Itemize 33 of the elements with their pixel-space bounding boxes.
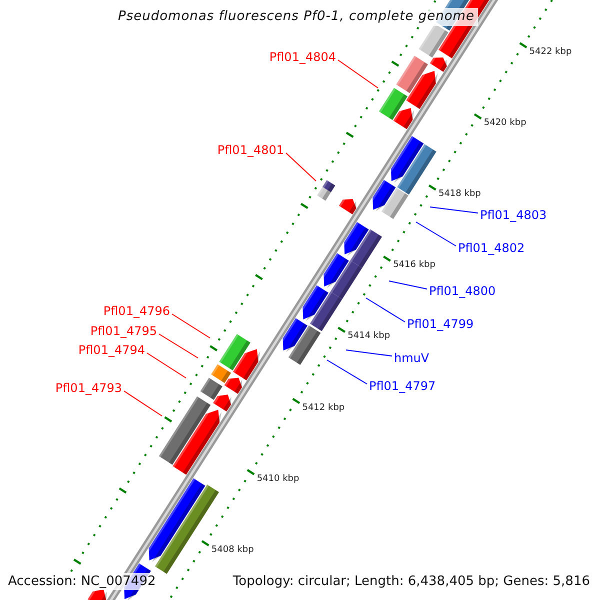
- gene-label: Pfl01_4794: [78, 343, 145, 357]
- scale-label: 5422 kbp: [529, 46, 572, 58]
- leader-line: [338, 60, 378, 88]
- gene-label: Pfl01_4802: [458, 241, 525, 255]
- leader-line: [172, 314, 210, 338]
- scale-label: 5414 kbp: [348, 331, 390, 342]
- scale-label: 5410 kbp: [256, 474, 300, 485]
- leader-line: [388, 280, 428, 290]
- gene-label: Pfl01_4801: [217, 143, 284, 157]
- leader-line: [416, 222, 456, 246]
- gene-label: Pfl01_4803: [480, 208, 547, 222]
- leader-line: [326, 360, 368, 384]
- gene-label: Pfl01_4797: [369, 379, 436, 393]
- scale-label: 5408 kbp: [211, 544, 254, 556]
- leader-line: [430, 206, 478, 214]
- gene-label: Pfl01_4793: [55, 381, 122, 395]
- scale-label: 5418 kbp: [438, 189, 481, 200]
- leader-line: [366, 298, 406, 322]
- leader-line: [124, 390, 162, 416]
- scale-label: 5412 kbp: [302, 402, 345, 414]
- gene-label: Pfl01_4799: [407, 317, 474, 331]
- leader-line: [286, 152, 316, 182]
- scale-label: 5416 kbp: [393, 260, 436, 272]
- leader-line: [146, 352, 186, 378]
- gene-label: Pfl01_4795: [90, 324, 157, 338]
- scale-label: 5420 kbp: [484, 118, 526, 129]
- gene-label: hmuV: [394, 351, 430, 365]
- gene-label: Pfl01_4800: [429, 284, 496, 298]
- leader-line: [346, 350, 392, 356]
- gene-label: Pfl01_4796: [103, 304, 170, 318]
- leader-line: [158, 334, 198, 358]
- gene-label: Pfl01_4804: [269, 50, 336, 64]
- genome-info-text: Topology: circular; Length: 6,438,405 bp; Genes: 5,816: [230, 573, 592, 590]
